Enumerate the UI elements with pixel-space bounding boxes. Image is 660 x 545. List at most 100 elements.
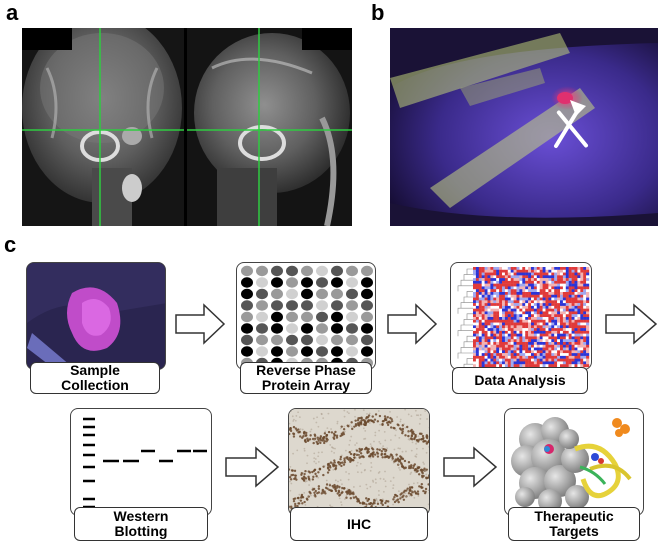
heatmap-cell	[510, 267, 514, 270]
heatmap-cell	[525, 289, 529, 293]
heatmap-cell	[522, 339, 526, 343]
heatmap-cell	[571, 280, 575, 284]
heatmap-cell	[484, 336, 488, 340]
heatmap-cell	[548, 358, 552, 362]
tissue-cell	[328, 468, 331, 472]
heatmap-cell	[484, 272, 488, 276]
tissue-cell	[314, 495, 317, 498]
heatmap-cell	[545, 289, 549, 293]
heatmap-cell	[478, 294, 482, 298]
heatmap-cell	[571, 297, 575, 301]
tissue-cell	[425, 451, 428, 454]
heatmap-cell	[554, 289, 558, 293]
heatmap-cell	[516, 344, 520, 348]
tissue-cell	[316, 416, 319, 419]
heatmap-cell	[522, 317, 526, 320]
heatmap-cell	[519, 350, 523, 354]
tissue-cell	[391, 419, 394, 422]
tissue-cell	[384, 418, 387, 422]
tissue-cell	[379, 477, 382, 480]
heatmap-cell	[481, 361, 485, 365]
heatmap-cell	[478, 350, 482, 354]
heatmap-cell	[583, 267, 587, 270]
heatmap-cell	[493, 292, 497, 295]
tissue-cell	[293, 469, 297, 473]
heatmap-cell	[481, 314, 485, 318]
heatmap-cell	[475, 275, 479, 279]
heatmap-cell	[531, 325, 535, 329]
heatmap-cell	[545, 267, 549, 270]
heatmap-cell	[504, 314, 508, 318]
heatmap-cell	[574, 289, 578, 293]
tissue-cell	[362, 427, 365, 430]
array-spot	[346, 288, 358, 300]
heatmap-cell	[583, 308, 587, 312]
heatmap-cell	[528, 317, 532, 320]
array-spot	[271, 311, 283, 323]
heatmap-cell	[560, 325, 564, 329]
tissue-cell	[350, 421, 353, 424]
heatmap-cell	[519, 344, 523, 348]
heatmap-cell	[574, 330, 578, 334]
heatmap-cell	[574, 311, 578, 315]
heatmap-cell	[473, 336, 477, 340]
heatmap-cell	[536, 283, 540, 287]
heatmap-cell	[574, 283, 578, 287]
data-analysis-label: Data Analysis	[452, 367, 588, 394]
heatmap-cell	[473, 275, 477, 279]
heatmap-cell	[562, 289, 566, 293]
heatmap-cell	[539, 328, 543, 332]
heatmap-cell	[562, 330, 566, 334]
heatmap-cell	[548, 269, 552, 273]
array-spot	[361, 346, 373, 357]
heatmap-cell	[542, 339, 546, 343]
heatmap-cell	[487, 328, 491, 332]
heatmap-cell	[565, 347, 569, 351]
tissue-cell	[378, 470, 381, 473]
heatmap-cell	[502, 361, 506, 365]
tissue-cell	[360, 471, 363, 474]
array-spot	[286, 346, 298, 357]
heatmap-cell	[542, 286, 546, 290]
tissue-cell	[389, 426, 393, 429]
heatmap-cell	[502, 339, 506, 343]
heatmap-cell	[568, 300, 572, 304]
heatmap-cell	[502, 325, 506, 329]
heatmap-cell	[510, 339, 514, 343]
heatmap-cell	[533, 278, 537, 282]
array-spot	[256, 311, 268, 323]
tissue-cell	[359, 452, 363, 455]
heatmap-cell	[536, 325, 540, 329]
heatmap-cell	[545, 303, 549, 307]
sample-collection-card	[26, 262, 166, 370]
tissue-cell	[428, 492, 429, 494]
array-spot	[346, 346, 358, 357]
tissue-cell	[399, 418, 402, 421]
heatmap-cell	[510, 361, 514, 365]
tissue-cell	[411, 490, 413, 492]
heatmap-cell	[507, 364, 511, 368]
tissue-cell	[315, 440, 318, 444]
heatmap-cell	[548, 353, 552, 357]
heatmap-cell	[475, 286, 479, 290]
tissue-cell	[396, 416, 399, 418]
heatmap-cell	[496, 292, 500, 295]
heatmap-cell	[493, 336, 497, 340]
heatmap-cell	[522, 303, 526, 307]
tissue-cell	[410, 435, 414, 438]
heatmap-cell	[577, 328, 581, 332]
tissue-cell	[421, 437, 425, 441]
tissue-cell	[384, 470, 386, 473]
tissue-cell	[316, 442, 320, 445]
heatmap-cell	[475, 267, 479, 270]
heatmap-cell	[580, 319, 584, 323]
heatmap-cell	[502, 319, 506, 323]
heatmap-cell	[565, 297, 569, 301]
heatmap-cell	[504, 353, 508, 357]
heatmap-cell	[504, 294, 508, 298]
heatmap-cell	[496, 339, 500, 343]
heatmap-cell	[507, 347, 511, 351]
heatmap-cell	[568, 292, 572, 295]
heatmap-cell	[560, 322, 564, 326]
